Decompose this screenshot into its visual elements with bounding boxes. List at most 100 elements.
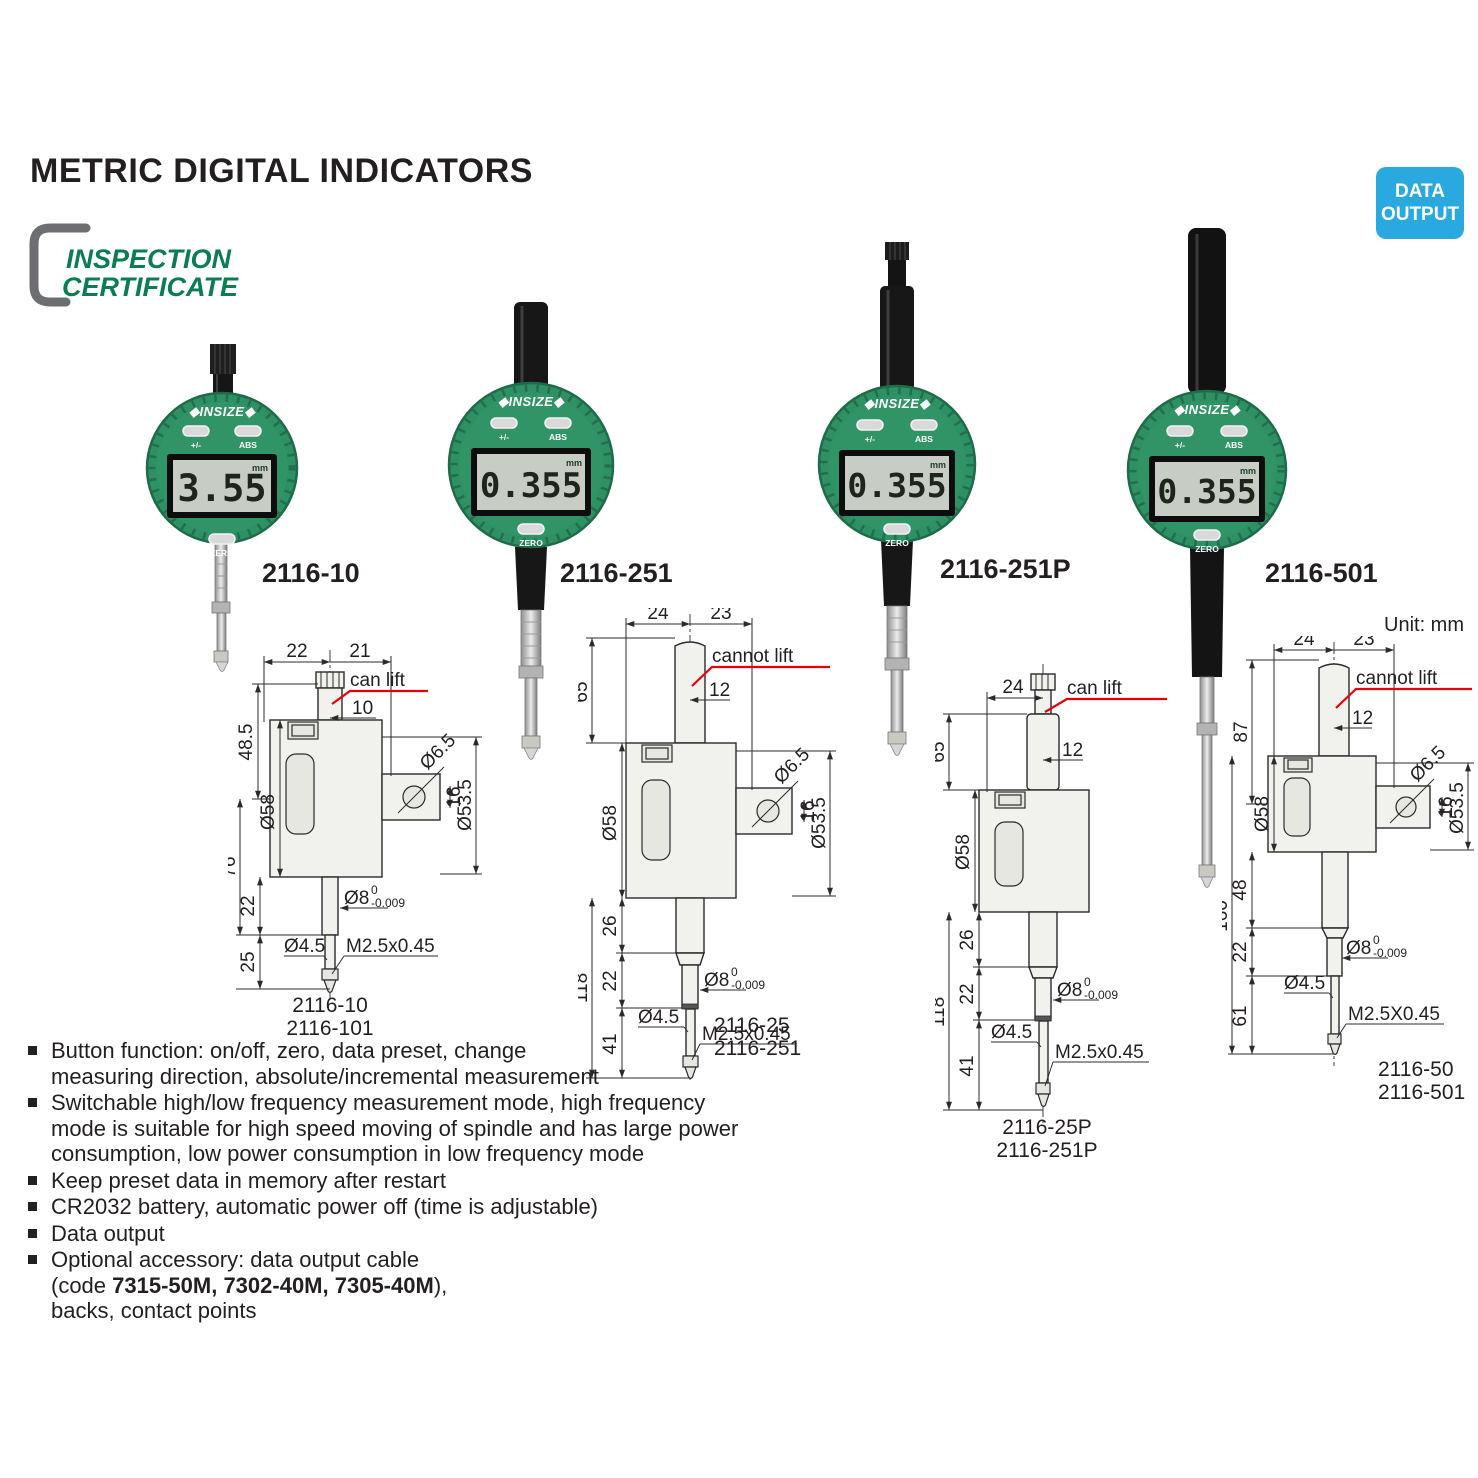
plus-minus-label: +/- xyxy=(865,434,875,444)
feature-item: Keep preset data in memory after restart xyxy=(28,1168,778,1194)
plus-minus-button xyxy=(1166,425,1194,437)
drawing-caption-1: 2116-50 xyxy=(1378,1058,1454,1081)
svg-text:12: 12 xyxy=(1352,708,1373,729)
abs-label: ABS xyxy=(549,432,567,442)
svg-text:-0.009: -0.009 xyxy=(731,978,765,992)
dim-dia4-5: Ø4.5 xyxy=(284,936,325,957)
svg-text:M2.5X0.45: M2.5X0.45 xyxy=(1348,1004,1440,1025)
drawing-caption-1: 2116-25 xyxy=(714,1014,790,1037)
dim-10: 10 xyxy=(352,698,373,719)
feature-text: (code xyxy=(51,1272,113,1298)
lcd-value: 0.355 xyxy=(847,466,946,505)
model-label-2116-501: 2116-501 xyxy=(1265,558,1378,588)
feature-text: Data output xyxy=(51,1220,165,1246)
contact-point xyxy=(523,747,539,760)
svg-text:41: 41 xyxy=(957,1055,978,1076)
dimension-lines xyxy=(236,656,482,990)
lower-stem-and-spindle xyxy=(1190,547,1224,888)
technical-drawing-2116-251: cannot lift 24 23 12 65 Ø58 118 26 22 41… xyxy=(578,608,836,1080)
insize-logo: ◆INSIZE◆ xyxy=(864,396,931,411)
technical-drawing-2116-251P: can lift 24 12 65 Ø58 118 26 22 41 Ø8 0 … xyxy=(935,664,1167,1160)
svg-text:Ø53.5: Ø53.5 xyxy=(1447,782,1468,834)
svg-text:61: 61 xyxy=(1230,1005,1251,1026)
svg-text:Ø8: Ø8 xyxy=(344,888,369,909)
svg-text:0: 0 xyxy=(731,965,738,979)
lift-note-text: cannot lift xyxy=(1356,668,1438,689)
plus-minus-button xyxy=(490,417,518,429)
spindle xyxy=(211,539,231,672)
zero-button xyxy=(517,523,545,535)
badge-line1: DATA xyxy=(1395,181,1445,202)
dim-dia58: Ø58 xyxy=(258,794,279,830)
dim-dia53-5: Ø53.5 xyxy=(455,779,476,831)
svg-text:-0.009: -0.009 xyxy=(371,896,405,910)
feature-list: Button function: on/off, zero, data pres… xyxy=(28,1038,778,1325)
feature-text: ), xyxy=(433,1272,448,1298)
drawing-caption-2: 2116-101 xyxy=(286,1017,373,1040)
lcd-unit: mm xyxy=(930,460,946,470)
lcd-value: 0.355 xyxy=(1157,472,1256,511)
certificate-line1: INSPECTION xyxy=(66,244,232,274)
svg-text:Ø58: Ø58 xyxy=(1252,796,1273,832)
svg-text:22: 22 xyxy=(957,983,978,1004)
dim-22b: 22 xyxy=(238,895,259,916)
svg-text:Ø4.5: Ø4.5 xyxy=(638,1007,679,1028)
svg-text:Ø8: Ø8 xyxy=(1057,980,1082,1001)
dim-48-5: 48.5 xyxy=(236,724,257,761)
abs-button xyxy=(544,417,572,429)
gauge-face: ◆INSIZE◆ +/- ABS 3.55 mm ZERO xyxy=(145,391,299,558)
lcd-value: 0.355 xyxy=(480,466,582,506)
svg-text:Ø4.5: Ø4.5 xyxy=(991,1022,1032,1043)
indicator-photo-2116-501: ◆INSIZE◆ +/- ABS 0.355 mm ZERO xyxy=(1126,228,1288,888)
svg-text:24: 24 xyxy=(1293,636,1315,650)
dimension-lines xyxy=(1228,644,1474,1055)
indicator-photo-2116-10: ◆INSIZE◆ +/- ABS 3.55 mm ZERO xyxy=(145,344,299,672)
body-outline xyxy=(625,641,793,1080)
lcd-unit: mm xyxy=(566,458,582,468)
abs-button xyxy=(1220,425,1248,437)
svg-text:Ø8: Ø8 xyxy=(704,970,729,991)
lcd-screen xyxy=(173,460,271,512)
lift-note: can lift xyxy=(1044,678,1167,713)
abs-button xyxy=(910,419,938,431)
feature-item: Switchable high/low frequency measuremen… xyxy=(28,1090,778,1167)
abs-label: ABS xyxy=(1225,440,1243,450)
svg-text:-0.009: -0.009 xyxy=(1373,946,1407,960)
zero-label: ZERO xyxy=(885,538,909,548)
lcd-screen xyxy=(477,454,585,510)
svg-text:Ø6.5: Ø6.5 xyxy=(1406,742,1450,786)
lcd-screen xyxy=(1155,462,1259,516)
contact-point xyxy=(1200,876,1214,888)
abs-label: ABS xyxy=(239,440,257,450)
inspection-certificate-logo: INSPECTION CERTIFICATE xyxy=(29,223,239,307)
svg-text:Ø58: Ø58 xyxy=(600,805,621,841)
model-label-2116-251P: 2116-251P xyxy=(940,554,1071,584)
svg-text:118: 118 xyxy=(935,997,949,1027)
svg-text:24: 24 xyxy=(647,608,669,624)
feature-item: Button function: on/off, zero, data pres… xyxy=(28,1038,778,1089)
feature-text: CR2032 battery, automatic power off (tim… xyxy=(51,1194,599,1219)
svg-text:23: 23 xyxy=(1353,636,1374,650)
feature-item: CR2032 battery, automatic power off (tim… xyxy=(28,1194,778,1220)
plus-minus-button xyxy=(182,425,210,437)
svg-text:160: 160 xyxy=(1222,900,1232,932)
svg-text:Ø58: Ø58 xyxy=(953,834,974,870)
stem-dia-label: Ø8 0 -0.009 xyxy=(344,883,405,910)
feature-item: Data output xyxy=(28,1221,778,1247)
svg-text:Ø4.5: Ø4.5 xyxy=(1284,973,1325,994)
feature-text: mode is suitable for high speed moving o… xyxy=(51,1115,739,1141)
svg-text:41: 41 xyxy=(600,1033,621,1054)
lower-stem-and-spindle xyxy=(881,540,913,756)
zero-label: ZERO xyxy=(1195,544,1219,554)
zero-label: ZERO xyxy=(210,548,234,558)
dim-21: 21 xyxy=(349,642,370,662)
feature-text: Optional accessory: data output cable xyxy=(51,1247,420,1272)
svg-text:12: 12 xyxy=(709,680,730,701)
svg-text:0: 0 xyxy=(1084,975,1091,989)
plus-minus-button xyxy=(856,419,884,431)
lift-note-text: can lift xyxy=(350,670,406,691)
gauge-face: ◆INSIZE◆ +/- ABS 0.355 mm ZERO xyxy=(817,384,977,548)
svg-text:0: 0 xyxy=(1373,933,1380,947)
dim-thread: M2.5x0.45 xyxy=(346,936,435,957)
